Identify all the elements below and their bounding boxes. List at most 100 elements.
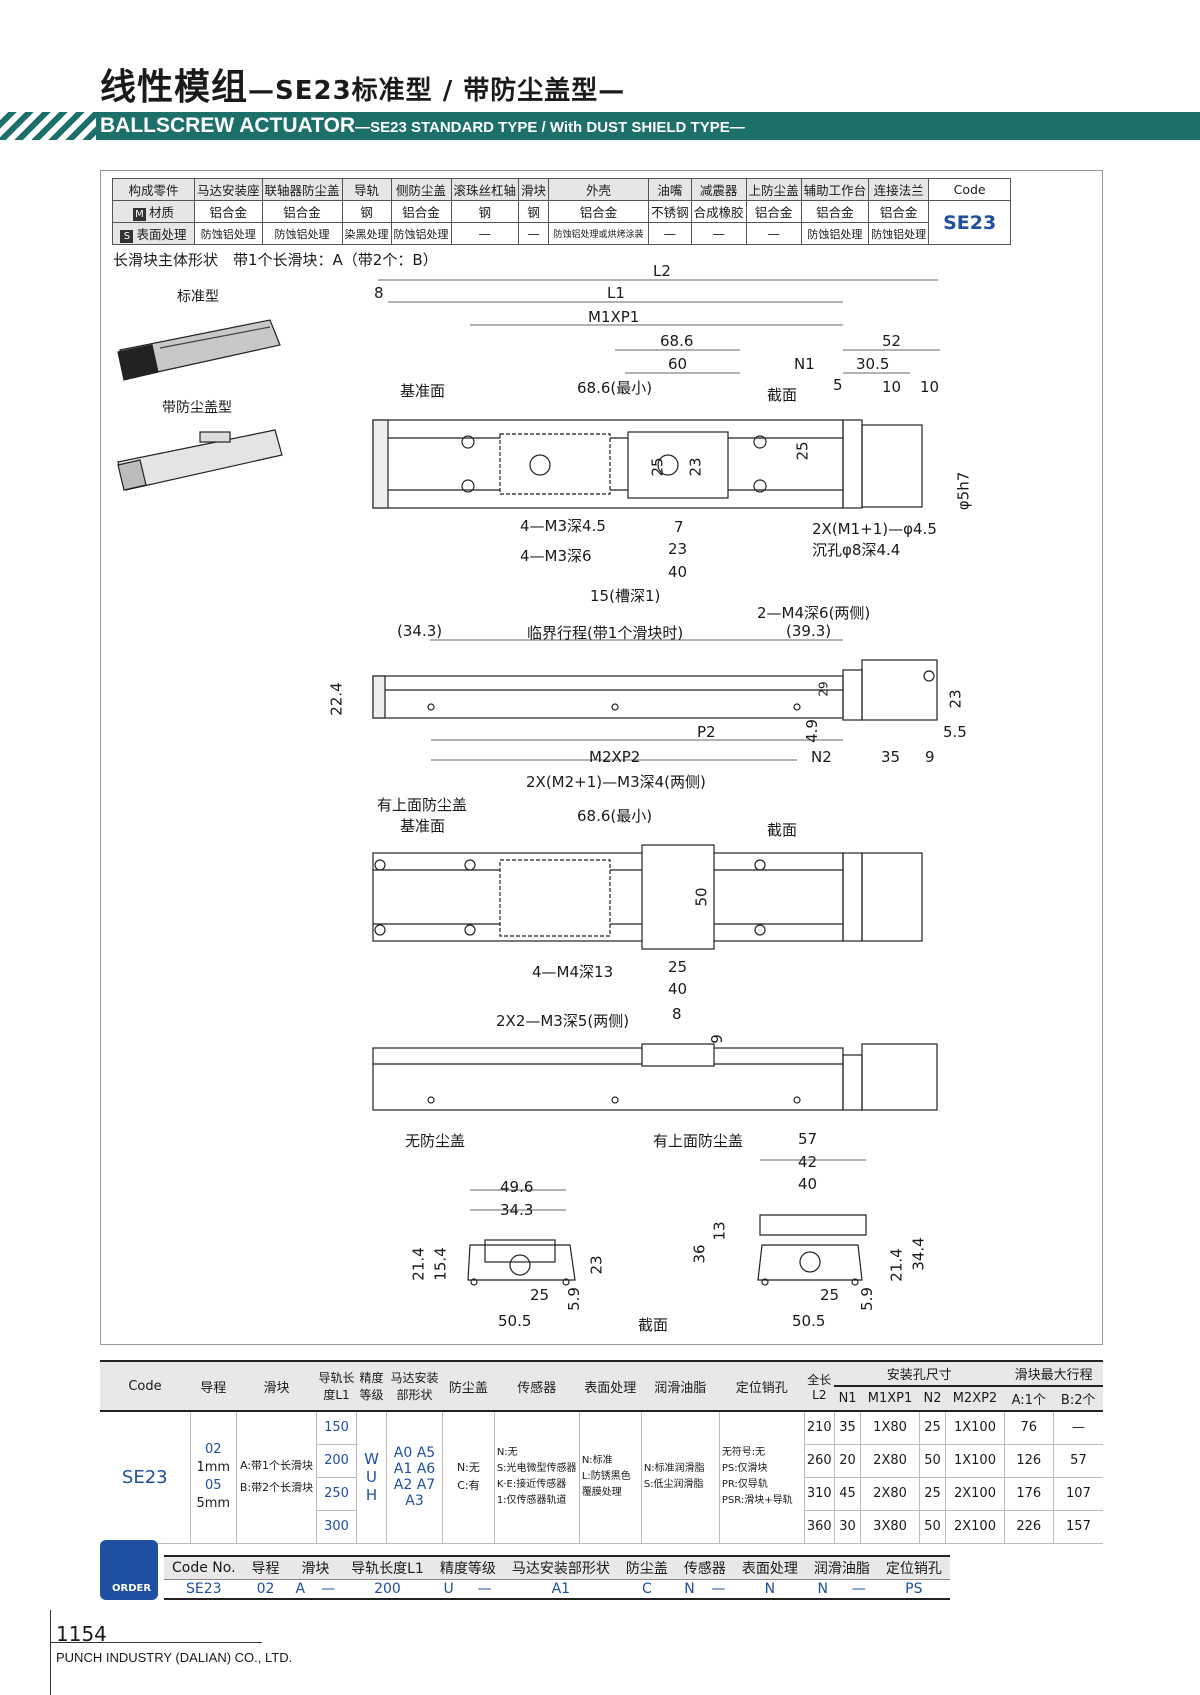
order-v: 02 bbox=[243, 1579, 288, 1600]
footer-vline bbox=[50, 1610, 51, 1695]
label-ref-face: 基准面 bbox=[400, 382, 446, 400]
spec-m1p1: 3X80 bbox=[860, 1510, 920, 1544]
dim-m1p1: M1XP1 bbox=[588, 308, 640, 326]
order-v: C bbox=[617, 1579, 676, 1600]
label-cbore: 沉孔φ8深4.4 bbox=[812, 541, 901, 559]
part-cell: 油嘴 bbox=[648, 178, 692, 201]
parts-label: 构成零件 bbox=[112, 178, 195, 201]
label-dust-top: 有上面防尘盖 bbox=[377, 796, 468, 814]
dim-57: 57 bbox=[798, 1130, 818, 1148]
part-cell: 马达安装座 bbox=[194, 178, 263, 201]
banner-hatch bbox=[0, 112, 96, 140]
material-cell: 不锈钢 bbox=[648, 200, 692, 223]
dim-36: 36 bbox=[690, 1244, 709, 1264]
spec-h-precision: 精度等级 bbox=[356, 1360, 387, 1412]
dim-68-6-min-2: 68.6(最小) bbox=[577, 807, 653, 825]
surface-cell: 防蚀铝处理 bbox=[800, 222, 870, 245]
dim-25-sec: 25 bbox=[530, 1286, 550, 1304]
label-critical: 临界行程(带1个滑块时) bbox=[527, 624, 684, 642]
spec-h-stroke: 滑块最大行程 bbox=[1004, 1360, 1103, 1387]
label-section: 截面 bbox=[767, 386, 798, 404]
dim-25v: 25 bbox=[793, 441, 812, 461]
order-h: 表面处理 bbox=[733, 1555, 806, 1580]
dim-39-3: (39.3) bbox=[786, 622, 832, 640]
surface-cell: 染黑处理 bbox=[341, 222, 392, 245]
dim-10a: 10 bbox=[882, 378, 902, 396]
material-cell: 铝合金 bbox=[868, 200, 930, 223]
surface-cell: — bbox=[690, 222, 747, 245]
part-cell: 联轴器防尘盖 bbox=[261, 178, 343, 201]
code-value: SE23 bbox=[928, 200, 1012, 245]
spec-h-l1: 导轨长度L1 bbox=[316, 1360, 357, 1412]
label-dust-top-2: 有上面防尘盖 bbox=[653, 1132, 744, 1150]
dim-42: 42 bbox=[798, 1153, 818, 1171]
dim-34-4: 34.4 bbox=[909, 1237, 928, 1271]
spec-table: Code 导程 滑块 导轨长度L1 精度等级 马达安装部形状 防尘盖 传感器 表… bbox=[100, 1360, 1103, 1544]
order-v: U bbox=[431, 1579, 466, 1600]
spec-h-holes: 安装孔尺寸 bbox=[834, 1360, 1005, 1387]
part-cell: 上防尘盖 bbox=[745, 178, 802, 201]
spec-a: 76 bbox=[1003, 1411, 1054, 1445]
surface-cell: 防蚀铝处理 bbox=[390, 222, 452, 245]
dim-7: 7 bbox=[674, 518, 684, 536]
label-m4-13: 4—M4深13 bbox=[532, 963, 614, 981]
company-name: PUNCH INDUSTRY (DALIAN) CO., LTD. bbox=[56, 1650, 293, 1665]
spec-h-pin: 定位销孔 bbox=[719, 1360, 805, 1412]
order-h: 防尘盖 bbox=[617, 1555, 676, 1580]
surface-cell: — bbox=[648, 222, 692, 245]
material-badge: M bbox=[132, 208, 146, 221]
label-section-2: 截面 bbox=[767, 821, 798, 839]
dim-23-side: 23 bbox=[946, 689, 965, 709]
top-view-dust bbox=[372, 844, 923, 950]
order-h: 精度等级 bbox=[431, 1555, 504, 1580]
dim-68-6-min: 68.6(最小) bbox=[577, 379, 653, 397]
side-view-dust bbox=[372, 1043, 938, 1111]
actuator-photo-standard bbox=[117, 319, 281, 381]
dim-23: 23 bbox=[668, 540, 688, 558]
spec-h-motor: 马达安装部形状 bbox=[386, 1360, 443, 1412]
label-no-dust: 无防尘盖 bbox=[405, 1132, 466, 1150]
dim-n1: N1 bbox=[794, 355, 815, 373]
material-cell: 钢 bbox=[341, 200, 392, 223]
dim-40-c: 40 bbox=[798, 1175, 818, 1193]
dim-68-6: 68.6 bbox=[660, 332, 694, 350]
label-ref-face-2: 基准面 bbox=[400, 817, 446, 835]
dim-34-3: (34.3) bbox=[397, 622, 443, 640]
dim-21-4: 21.4 bbox=[409, 1247, 428, 1281]
dim-l2: L2 bbox=[653, 262, 671, 280]
spec-b: — bbox=[1052, 1411, 1103, 1445]
order-v: N bbox=[733, 1579, 806, 1600]
components-table: 构成零件 马达安装座 联轴器防尘盖 导轨 侧防尘盖 滚珠丝杠轴 滑块 外壳 油嘴… bbox=[112, 178, 1012, 245]
dim-21-4-b: 21.4 bbox=[887, 1248, 906, 1282]
spec-n2: 50 bbox=[918, 1510, 946, 1544]
spec-a: 226 bbox=[1003, 1510, 1054, 1544]
photo-label-standard: 标准型 bbox=[177, 289, 219, 305]
footer-line bbox=[50, 1642, 262, 1643]
label-slot: 15(槽深1) bbox=[590, 587, 661, 605]
spec-l1: 150 bbox=[316, 1411, 357, 1445]
order-h: 导轨长度L1 bbox=[343, 1555, 432, 1580]
spec-h-code: Code bbox=[100, 1360, 190, 1412]
spec-h-m1p1: M1XP1 bbox=[860, 1385, 920, 1412]
spec-m1p1: 2X80 bbox=[860, 1444, 920, 1478]
order-v: — bbox=[703, 1579, 734, 1600]
spec-l2: 310 bbox=[803, 1477, 835, 1511]
spec-m1p1: 1X80 bbox=[860, 1411, 920, 1445]
dim-22-4: 22.4 bbox=[327, 682, 346, 716]
surface-cell: 防蚀铝处理 bbox=[194, 222, 263, 245]
spec-b: 107 bbox=[1052, 1477, 1103, 1511]
dim-25v2: 25 bbox=[648, 457, 667, 477]
order-h: 传感器 bbox=[675, 1555, 734, 1580]
part-cell: 侧防尘盖 bbox=[390, 178, 452, 201]
spec-n1: 30 bbox=[833, 1510, 861, 1544]
order-h: 滑块 bbox=[287, 1555, 344, 1580]
label-m4-6: 2—M4深6(两侧) bbox=[757, 604, 871, 622]
spec-b: 57 bbox=[1052, 1444, 1103, 1478]
